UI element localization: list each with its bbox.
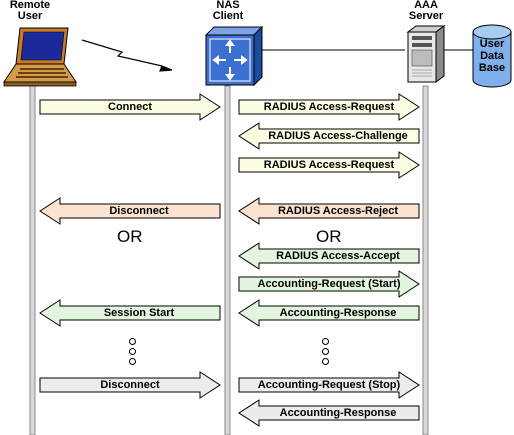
message-label: RADIUS Access-Request xyxy=(263,159,395,171)
router-icon xyxy=(204,25,264,87)
arrow-shape xyxy=(238,122,420,150)
message-radius-access-accept: RADIUS Access-Accept xyxy=(238,242,420,270)
arrow-shape xyxy=(238,299,420,327)
lifeline-remote-user xyxy=(29,85,36,435)
message-label: Session Start xyxy=(103,307,175,319)
lifeline-aaa-server xyxy=(422,85,429,435)
message-label: RADIUS Access-Reject xyxy=(277,205,399,217)
message-label: Accounting-Response xyxy=(279,307,397,319)
arrow-shape xyxy=(39,93,221,121)
message-label: RADIUS Access-Accept xyxy=(276,250,400,262)
arrow-shape xyxy=(39,197,221,225)
arrow-shape xyxy=(238,151,420,179)
message-radius-access-challenge: RADIUS Access-Challenge xyxy=(238,122,420,150)
message-label: Connect xyxy=(108,101,152,113)
continuation-dots-right xyxy=(322,338,329,368)
message-connect: Connect xyxy=(39,93,221,121)
message-accounting-response-2: Accounting-Response xyxy=(238,399,420,427)
arrow-shape xyxy=(39,299,221,327)
message-label: Accounting-Response xyxy=(279,407,397,419)
message-accounting-response-1: Accounting-Response xyxy=(238,299,420,327)
arrow-shape xyxy=(238,399,420,427)
or-separator-right: OR xyxy=(316,227,342,246)
arrow-shape xyxy=(238,371,420,399)
server-icon xyxy=(406,25,446,83)
message-disconnect-2: Disconnect xyxy=(39,371,221,399)
arrow-shape xyxy=(238,197,420,225)
message-disconnect-1: Disconnect xyxy=(39,197,221,225)
arrow-shape xyxy=(238,93,420,121)
or-separator-left: OR xyxy=(117,227,143,246)
message-label: Accounting-Request (Start) xyxy=(257,278,401,290)
message-session-start: Session Start xyxy=(39,299,221,327)
message-label: RADIUS Access-Challenge xyxy=(268,130,408,142)
message-accounting-request-stop: Accounting-Request (Stop) xyxy=(238,371,420,399)
message-radius-access-request-2: RADIUS Access-Request xyxy=(238,151,420,179)
laptop-icon xyxy=(3,27,77,87)
arrow-shape xyxy=(39,371,221,399)
arrow-shape xyxy=(238,270,420,298)
message-accounting-request-start: Accounting-Request (Start) xyxy=(238,270,420,298)
lifeline-nas-client xyxy=(224,85,231,435)
dialup-link xyxy=(81,39,173,72)
message-label: RADIUS Access-Request xyxy=(263,101,395,113)
message-label: Disconnect xyxy=(109,205,169,217)
arrow-shape xyxy=(238,242,420,270)
message-label: Disconnect xyxy=(100,379,160,391)
continuation-dots-left xyxy=(129,338,136,368)
message-radius-access-reject: RADIUS Access-Reject xyxy=(238,197,420,225)
message-label: Accounting-Request (Stop) xyxy=(257,379,401,391)
message-radius-access-request-1: RADIUS Access-Request xyxy=(238,93,420,121)
